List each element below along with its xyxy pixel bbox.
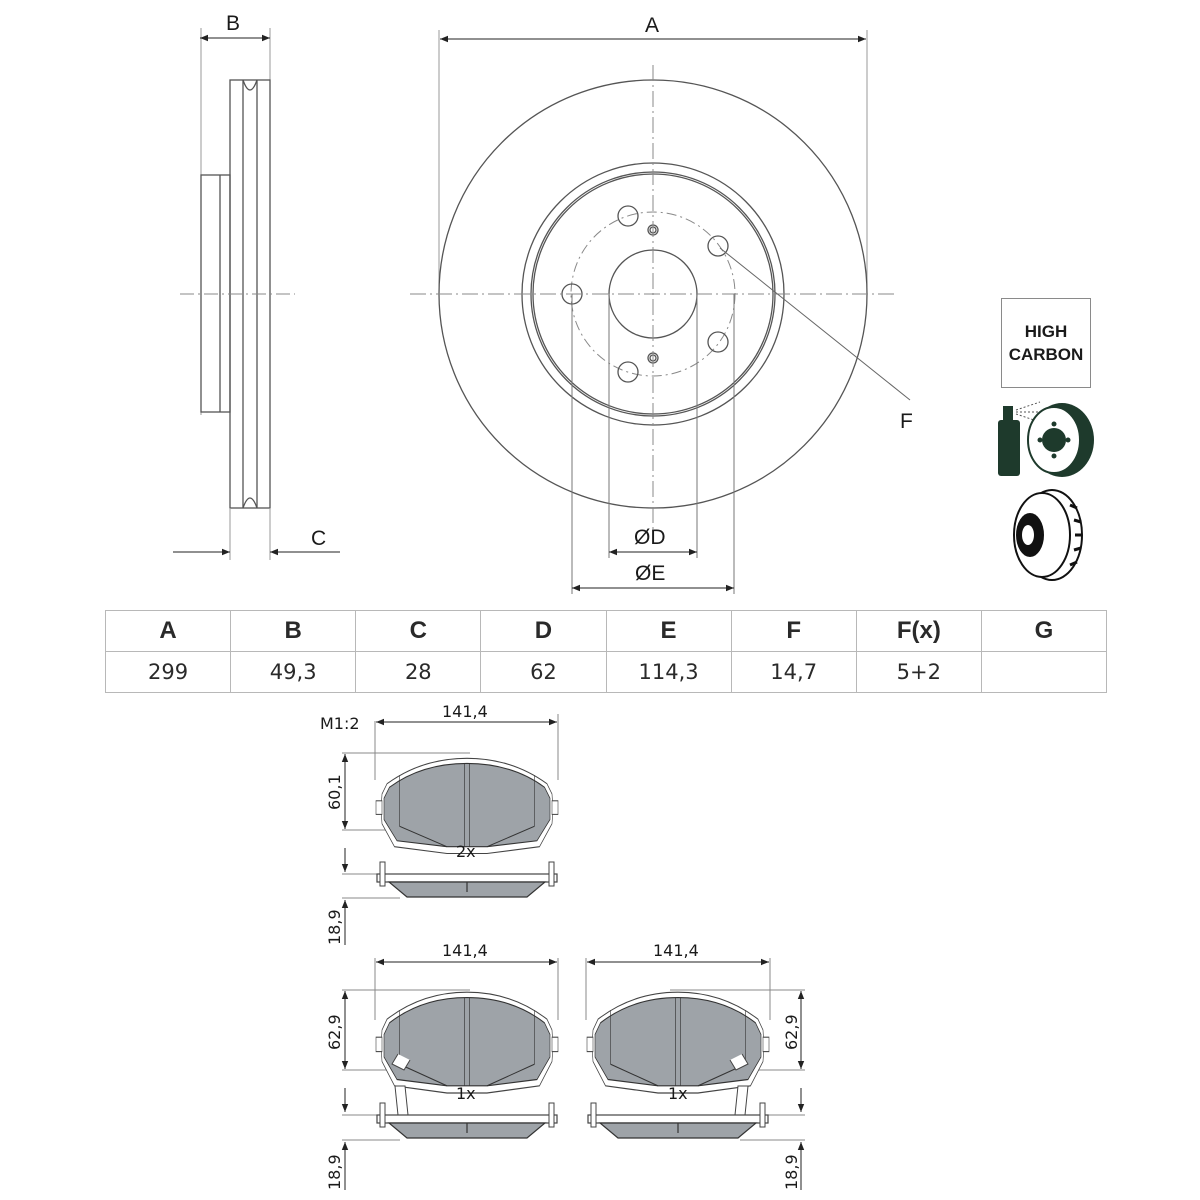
dim-label-c: C — [311, 527, 326, 550]
spec-value-g — [980, 651, 1108, 693]
spec-header-row: A B C D E F F(x) G — [104, 610, 1108, 652]
pad2l-qty: 1x — [456, 1084, 476, 1103]
pad-set-2-left — [341, 958, 559, 1190]
spec-header-d: D — [480, 610, 607, 652]
pad2l-height: 62,9 — [325, 1014, 344, 1050]
spec-header-b: B — [230, 610, 357, 652]
spec-header-c: C — [355, 610, 482, 652]
spec-header-f: F — [730, 610, 857, 652]
high-carbon-badge: HIGH CARBON — [1001, 298, 1091, 388]
pad1-height: 60,1 — [325, 774, 344, 810]
pad2l-thickness: 18,9 — [325, 1154, 344, 1190]
scale-label: M1:2 — [320, 714, 360, 733]
dim-label-d: ØD — [634, 526, 666, 549]
spec-header-fx: F(x) — [855, 610, 982, 652]
spec-header-e: E — [605, 610, 732, 652]
pad-set-1 — [341, 714, 559, 945]
spec-value-e: 114,3 — [605, 651, 732, 693]
pad2r-thickness: 18,9 — [782, 1154, 801, 1190]
pad2r-qty: 1x — [668, 1084, 688, 1103]
spec-value-c: 28 — [355, 651, 482, 693]
pad2l-width: 141,4 — [442, 941, 488, 960]
ventilated-disc-icon — [1013, 489, 1083, 581]
spec-value-f: 14,7 — [730, 651, 857, 693]
spec-value-a: 299 — [104, 651, 232, 693]
dim-label-e: ØE — [635, 562, 665, 585]
dim-label-b: B — [226, 12, 240, 35]
pad1-width: 141,4 — [442, 702, 488, 721]
dim-label-a: A — [645, 14, 659, 37]
spec-value-b: 49,3 — [230, 651, 357, 693]
badge-line-2: CARBON — [1008, 345, 1084, 364]
pad2r-height: 62,9 — [782, 1014, 801, 1050]
pad1-qty: 2x — [456, 842, 476, 861]
disc-front-view — [410, 30, 911, 594]
dim-label-f: F — [900, 410, 913, 433]
spec-header-g: G — [980, 610, 1108, 652]
spray-coating-icon — [998, 401, 1094, 477]
pad1-thickness: 18,9 — [325, 909, 344, 945]
spec-table: A B C D E F F(x) G 299 49,3 28 62 114,3 … — [104, 610, 1108, 693]
pad-set-2-right — [585, 958, 805, 1190]
spec-value-row: 299 49,3 28 62 114,3 14,7 5+2 — [104, 651, 1108, 693]
spec-value-d: 62 — [480, 651, 607, 693]
pad2r-width: 141,4 — [653, 941, 699, 960]
badge-line-1: HIGH — [1024, 322, 1068, 341]
disc-side-view — [173, 28, 340, 560]
spec-header-a: A — [104, 610, 232, 652]
spec-value-fx: 5+2 — [855, 651, 982, 693]
